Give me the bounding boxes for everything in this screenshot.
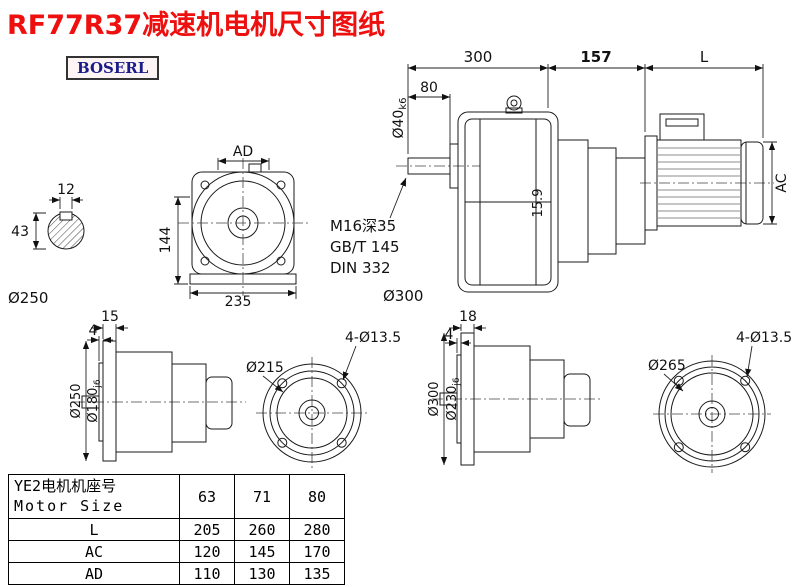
table-header-row: YE2电机机座号 Motor Size 63 71 80 <box>8 474 345 519</box>
dim-spigot-dia: Ø180j6 <box>86 379 103 423</box>
size-col-63: 63 <box>179 474 235 519</box>
label-bolt-circle: Ø215 <box>246 360 284 376</box>
value-AD-63: 110 <box>179 562 235 585</box>
row-label-L: L <box>8 518 180 541</box>
value-AC-71: 145 <box>234 540 290 563</box>
page-title: RF77R37减速机电机尺寸图纸 <box>7 10 386 41</box>
dim-flange-od: Ø300 <box>427 381 442 416</box>
dim-shaft-dia: Ø40k6 <box>391 98 409 139</box>
flange250-front-view: 4-Ø13.5 Ø215 <box>246 330 401 469</box>
brand-logo: BOSERL <box>66 56 160 80</box>
dim-flange-thickness: 15 <box>101 309 119 325</box>
value-AD-80: 135 <box>289 562 345 585</box>
dim-spigot-dia: Ø230j6 <box>445 377 462 421</box>
table-row-AC: AC 120 145 170 <box>8 540 345 563</box>
flange300-side-view: 18 4 Ø300 Ø230j6 <box>427 309 600 466</box>
dim-flange-od: Ø250 <box>69 383 84 418</box>
input-adapter <box>557 139 589 263</box>
header-cn: YE2电机机座号 <box>14 477 117 495</box>
dim-L: L <box>700 48 709 66</box>
main-assembly-view: 300 157 L 80 Ø40k6 M16深35 GB/T 145 DIN 3… <box>330 48 790 305</box>
value-AC-63: 120 <box>179 540 235 563</box>
gearbox-front-view: AD 144 235 Ø250 <box>8 144 308 310</box>
label-dia-250: Ø250 <box>8 289 48 307</box>
motor-size-table: YE2电机机座号 Motor Size 63 71 80 L 205 260 2… <box>8 474 345 585</box>
value-AD-71: 130 <box>234 562 290 585</box>
dim-spigot-step: 4 <box>445 327 454 343</box>
dim-80: 80 <box>420 80 438 96</box>
label-dia-300: Ø300 <box>383 287 423 305</box>
header-motor-size: YE2电机机座号 Motor Size <box>8 474 180 519</box>
note-gb-standard: GB/T 145 <box>330 238 400 256</box>
table-row-AD: AD 110 130 135 <box>8 562 345 585</box>
header-en: Motor Size <box>14 496 125 515</box>
dim-235: 235 <box>225 294 252 310</box>
dim-300: 300 <box>464 48 493 66</box>
flange-plate <box>102 340 117 462</box>
note-thread: M16深35 <box>330 217 396 235</box>
table-row-L: L 205 260 280 <box>8 518 345 541</box>
value-L-80: 280 <box>289 518 345 541</box>
bolt-hole <box>336 378 347 389</box>
dim-flange-thickness: 18 <box>459 309 477 325</box>
dim-157: 157 <box>580 48 611 66</box>
fan-cover <box>740 141 764 225</box>
label-holes: 4-Ø13.5 <box>345 330 401 346</box>
keyway <box>59 211 73 221</box>
flange300-front-view: 4-Ø13.5 Ø265 <box>648 330 792 473</box>
lifting-eye <box>506 95 522 111</box>
technical-drawing: 12 43 AD 144 235 Ø250 <box>8 48 792 473</box>
label-holes: 4-Ø13.5 <box>736 330 792 346</box>
dim-144: 144 <box>158 227 174 254</box>
bolt-hole <box>740 442 751 453</box>
flange-circle <box>658 360 766 468</box>
value-AC-80: 170 <box>289 540 345 563</box>
size-col-71: 71 <box>234 474 290 519</box>
dim-15-9: 15.9 <box>531 189 546 218</box>
dim-spigot-step: 4 <box>89 323 98 339</box>
flange250-side-view: 15 4 Ø250 Ø180j6 <box>69 309 246 462</box>
dim-ad: AD <box>233 144 253 160</box>
value-L-71: 260 <box>234 518 290 541</box>
size-col-80: 80 <box>289 474 345 519</box>
bolt-hole <box>336 437 347 448</box>
dim-key-width: 12 <box>57 182 75 198</box>
shaft-key-section-view: 12 43 <box>11 182 85 250</box>
row-label-AC: AC <box>8 540 180 563</box>
terminal-box <box>659 113 705 141</box>
bolt-hole <box>673 442 684 453</box>
flange-circle <box>262 363 362 463</box>
dim-section-height: 43 <box>11 224 29 240</box>
note-din-standard: DIN 332 <box>330 259 391 277</box>
dim-ac: AC <box>774 173 790 192</box>
bolt-hole <box>277 437 288 448</box>
row-label-AD: AD <box>8 562 180 585</box>
label-bolt-circle: Ø265 <box>648 358 686 374</box>
value-L-63: 205 <box>179 518 235 541</box>
